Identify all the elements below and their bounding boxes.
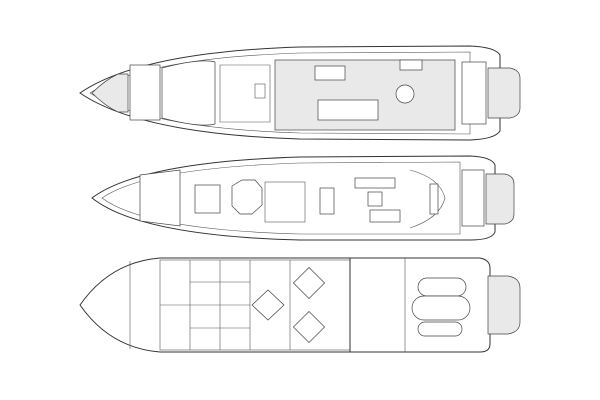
upper-deck-plan	[79, 45, 521, 141]
main-deck-plan	[91, 155, 515, 241]
lower-deck-plan	[79, 257, 521, 353]
